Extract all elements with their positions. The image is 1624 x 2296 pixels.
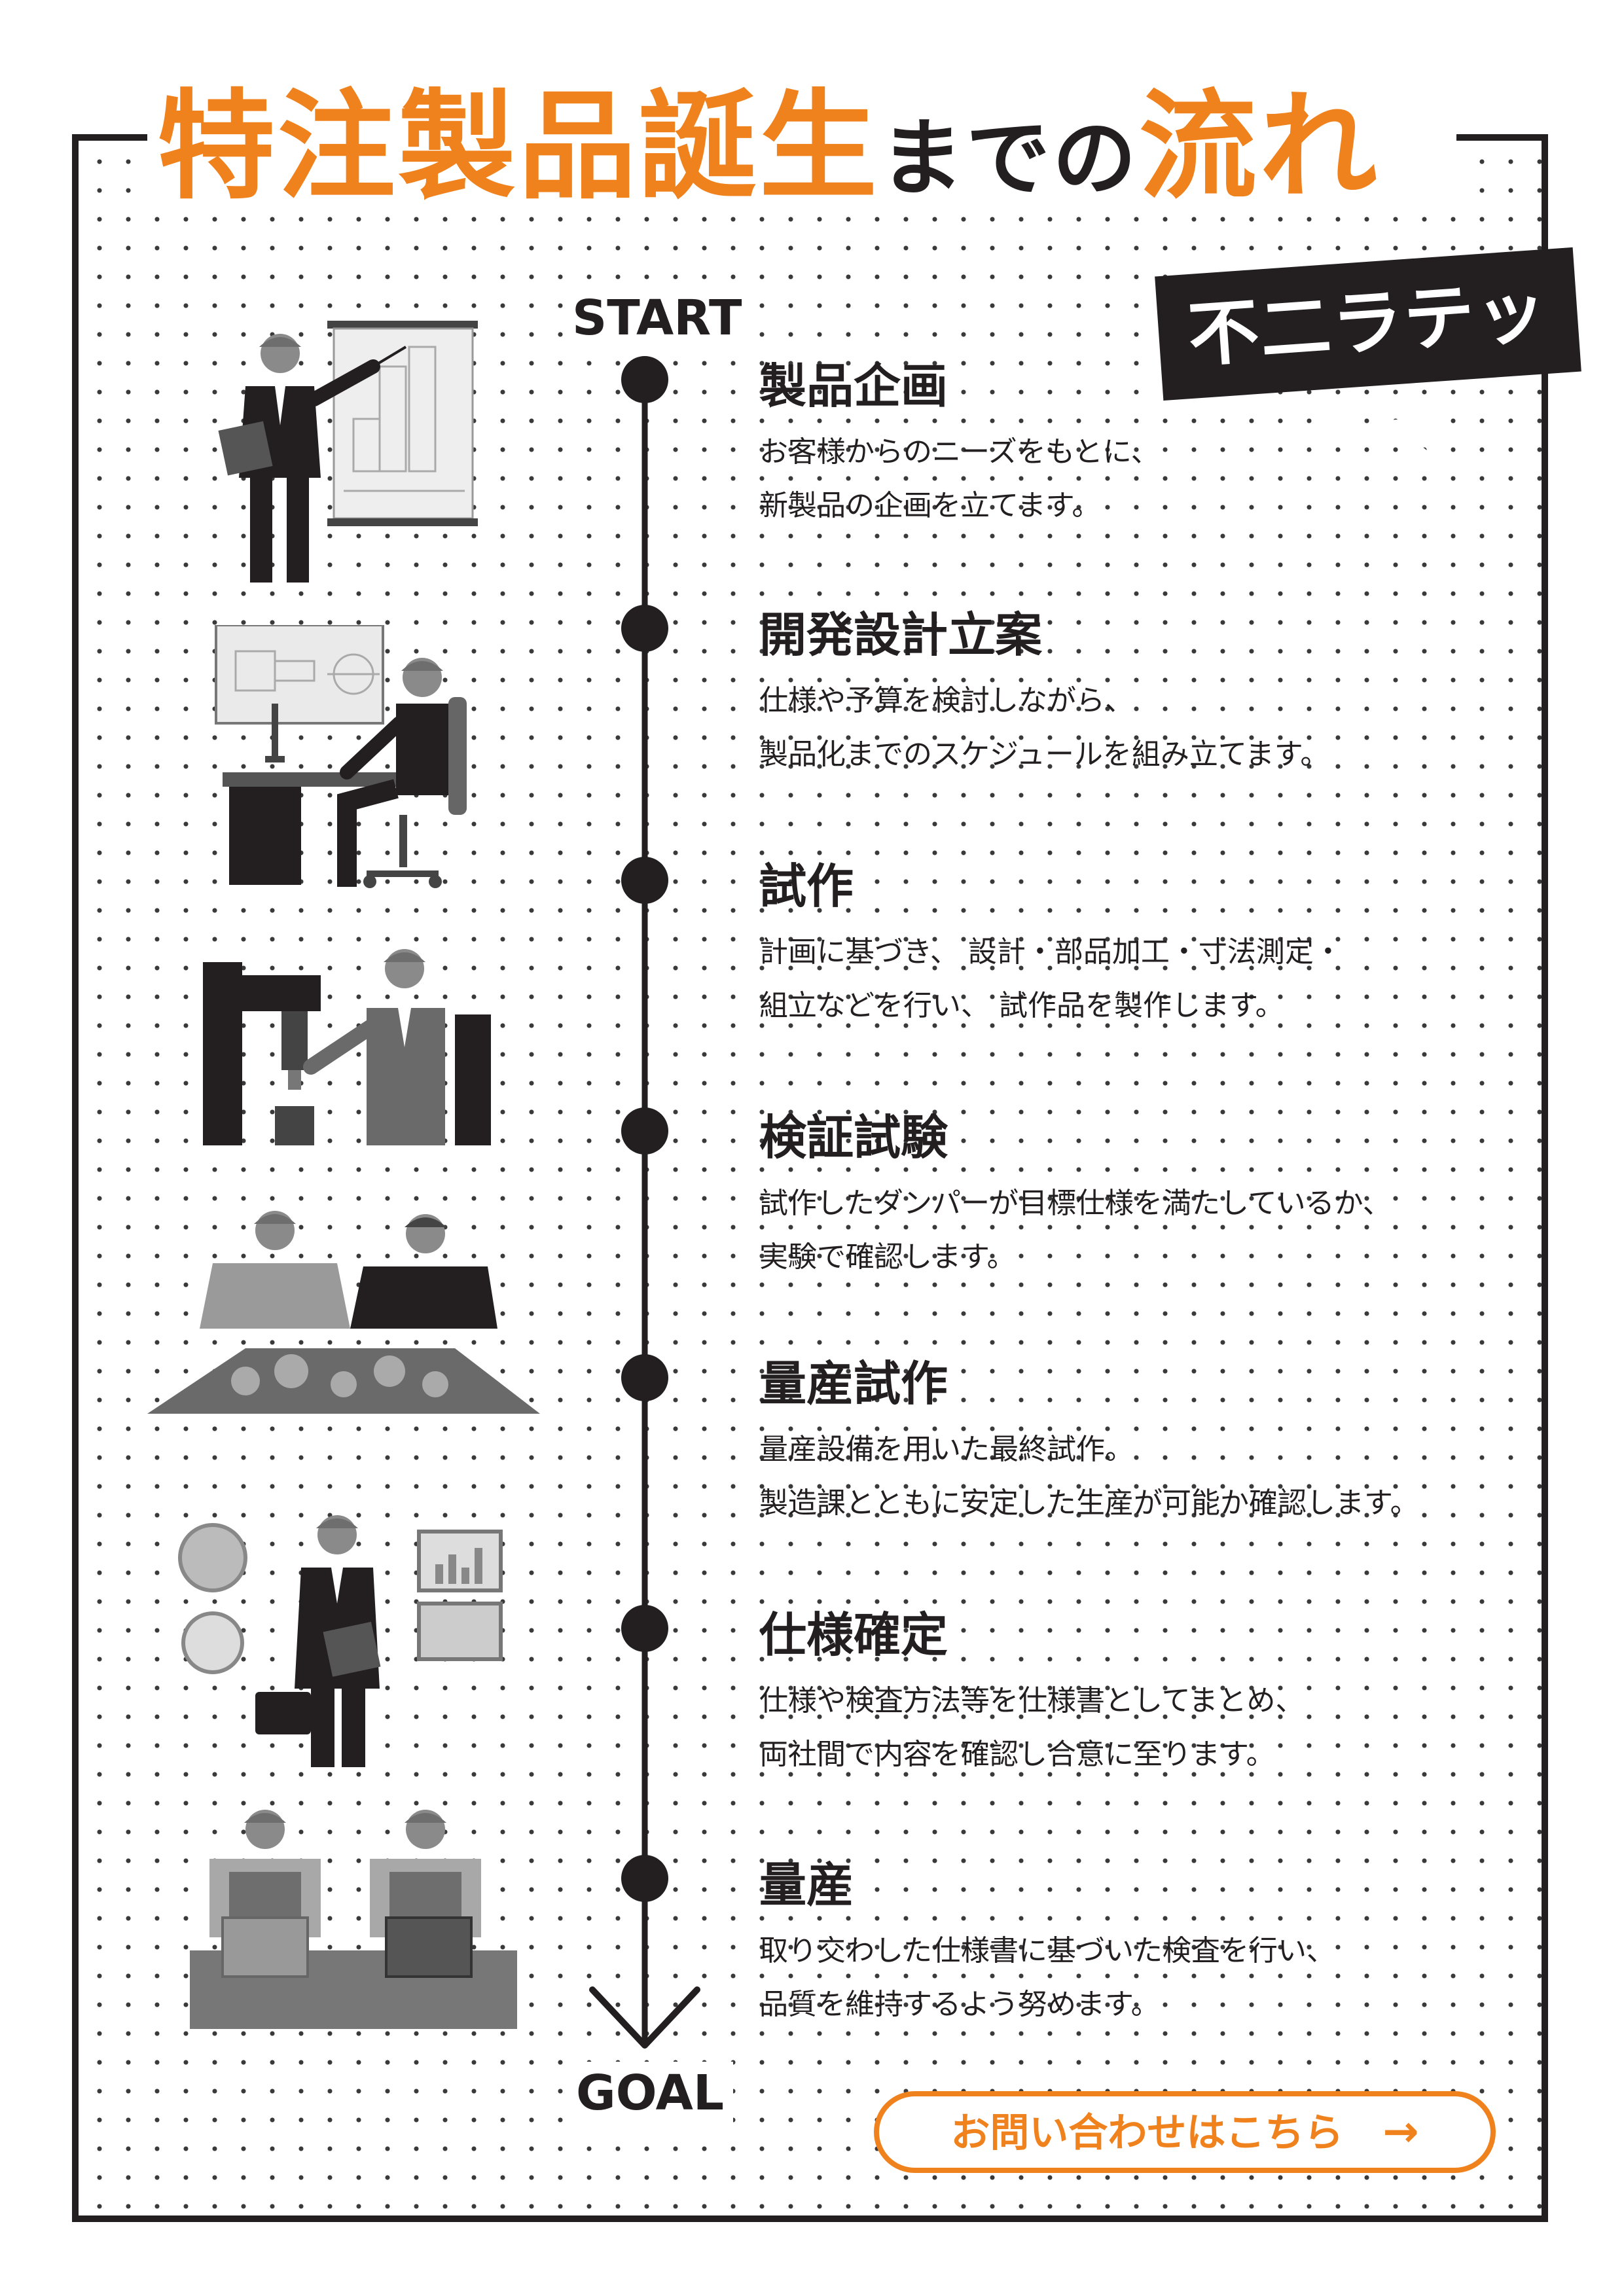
step-title-3: 試作	[759, 859, 854, 914]
step-text-4a: 試作したダンパーが目標仕様を満たしているか、	[759, 1187, 1392, 1220]
contact-button[interactable]: お問い合わせはこちら →	[874, 2091, 1496, 2173]
step-text-6b: 両社間で内容を確認し合意に至ります。	[759, 1738, 1275, 1771]
machine-operator-icon	[203, 949, 491, 1145]
step-title-7: 量産	[759, 1857, 854, 1912]
presenter-icon	[218, 321, 478, 583]
step-text-5b: 製造課とともに安定した生産が可能か確認します。	[759, 1486, 1419, 1520]
title-part-3: 流れ	[1139, 79, 1380, 215]
step-text-2a: 仕様や予算を検討しながら、	[759, 684, 1134, 717]
step-text-7b: 品質を維持するよう努めます。	[759, 1988, 1160, 2021]
arrow-right-icon: →	[1382, 2106, 1419, 2157]
step-title-1: 製品企画	[759, 359, 948, 414]
step-text-6a: 仕様や検査方法等を仕様書としてまとめ、	[759, 1684, 1305, 1717]
step-text-3a: 計画に基づき、 設計・部品加工・寸法測定・	[759, 935, 1343, 969]
step-text-5a: 量産設備を用いた最終試作。	[759, 1433, 1134, 1466]
step-text-4b: 実験で確認します。	[759, 1240, 1016, 1274]
start-label: START	[563, 287, 751, 350]
step-text-3b: 組立などを行い、 試作品を製作します。	[759, 989, 1284, 1022]
step-text-7a: 取り交わした仕様書に基づいた検査を行い、	[759, 1934, 1335, 1967]
title-part-1: 特注製品誕生	[157, 79, 880, 215]
designer-desk-icon	[215, 625, 467, 888]
step-title-2: 開発設計立案	[759, 607, 1043, 662]
step-text-1b: 新製品の企画を立てます。	[759, 489, 1101, 522]
contact-button-label: お問い合わせはこちら	[950, 2110, 1344, 2156]
manager-charts-icon	[178, 1515, 503, 1767]
step-title-4: 検証試験	[759, 1110, 948, 1165]
workers-boxes-icon	[190, 1810, 517, 2029]
step-title-5: 量産試作	[759, 1356, 948, 1411]
goal-label: GOAL	[567, 2062, 734, 2125]
title-part-2: までの	[880, 110, 1140, 207]
page-title: 特注製品誕生までの流れ	[157, 82, 1460, 213]
step-text-2b: 製品化までのスケジュールを組み立てます。	[759, 738, 1329, 771]
title-backdrop	[147, 79, 1456, 209]
team-gears-icon	[147, 1211, 540, 1414]
step-title-6: 仕様確定	[759, 1607, 948, 1662]
step-text-1a: お客様からのニーズをもとに、	[759, 435, 1160, 469]
